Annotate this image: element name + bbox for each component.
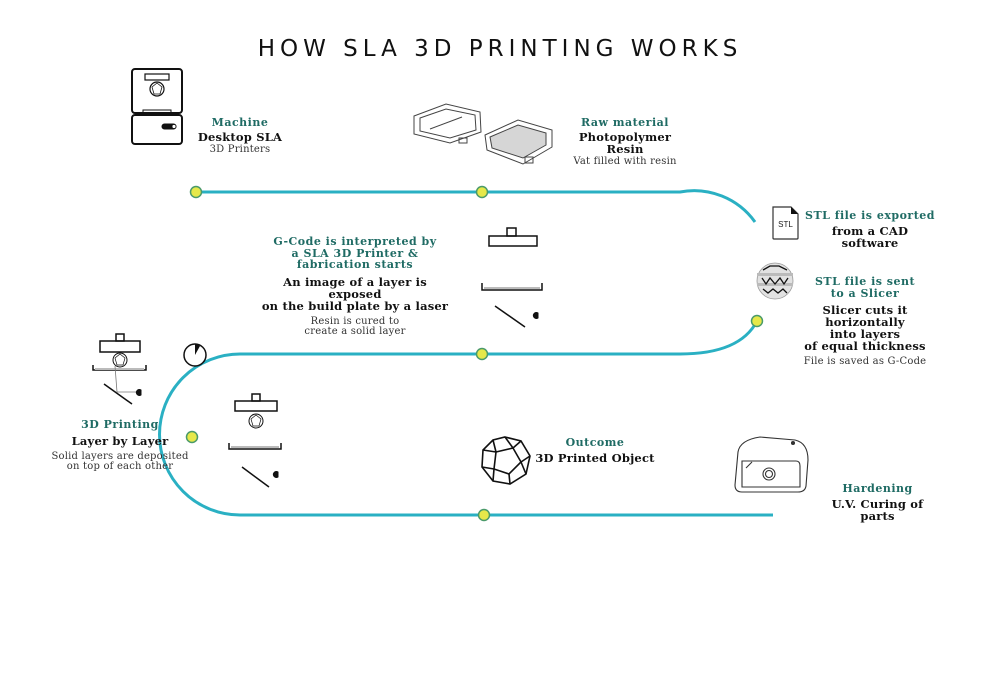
stl-file-icon-label: STL (778, 220, 793, 229)
step-hardening: Hardening U.V. Curing of parts (815, 483, 940, 522)
step-raw-material: Raw material Photopolymer Resin Vat fill… (560, 117, 690, 167)
step-gcode: G-Code is interpreted by a SLA 3D Printe… (260, 236, 450, 338)
step-heading: Outcome (565, 436, 625, 449)
flow-path-middle (158, 320, 773, 517)
step-heading-line: a SLA 3D Printer & (291, 246, 419, 260)
flow-path-top (196, 189, 757, 223)
step-main: from a CAD software (831, 223, 909, 250)
resin-vat-icon (413, 103, 553, 165)
step-sub-line: Resin is cured to (310, 315, 400, 327)
step-heading-line: fabrication starts (296, 258, 414, 272)
step-sub-line: Solid layers are deposited (51, 450, 189, 462)
step-heading: Machine (211, 116, 269, 129)
step-main-line: An image of a layer is exposed (283, 274, 427, 301)
step-sub-line: create a solid layer (304, 326, 406, 338)
laser-exposure-icon (481, 227, 543, 328)
step-sub: 3D Printers (209, 143, 271, 155)
flow-node (185, 430, 199, 444)
layer-printing-icon-small (228, 393, 282, 488)
step-heading: Hardening (842, 482, 913, 495)
uv-curing-box-icon (734, 436, 809, 493)
flow-node (475, 185, 489, 199)
step-main: Photopolymer Resin (578, 129, 672, 156)
step-heading: 3D Printing (81, 418, 159, 431)
layer-printing-icon (92, 333, 147, 405)
step-main: Layer by Layer (71, 433, 169, 448)
flow-node (475, 347, 489, 361)
step-sub-line: on top of each other (66, 461, 174, 473)
sliced-sphere-icon (756, 262, 794, 300)
step-heading-line: to a Slicer (830, 286, 900, 300)
step-sub: File is saved as G-Code (803, 356, 927, 368)
step-heading: Raw material (581, 116, 669, 129)
step-machine: Machine Desktop SLA 3D Printers (195, 117, 285, 155)
flow-node (189, 185, 203, 199)
step-main: Desktop SLA (197, 129, 283, 144)
step-slicer: STL file is sent to a Slicer Slicer cuts… (790, 276, 940, 368)
flow-node (477, 508, 491, 522)
sla-printer-icon (131, 68, 183, 145)
step-heading: STL file is exported (805, 209, 935, 222)
step-main-line: on the build plate by a laser (261, 298, 449, 313)
step-outcome: Outcome 3D Printed Object (535, 437, 655, 464)
flow-node (750, 314, 764, 328)
step-heading-line: G-Code is interpreted by (273, 235, 437, 248)
step-sub: Vat filled with resin (573, 155, 677, 167)
step-main-line: Slicer cuts it horizontally (822, 303, 908, 330)
timer-icon (183, 343, 207, 367)
step-printing: 3D Printing Layer by Layer Solid layers … (50, 419, 190, 473)
step-main: 3D Printed Object (535, 450, 655, 465)
step-main-line: into layers (829, 327, 901, 342)
geodesic-sphere-icon (481, 436, 531, 485)
step-heading-line: STL file is sent (814, 275, 916, 288)
step-stl-export: STL file is exported from a CAD software (805, 210, 935, 249)
page-title: HOW SLA 3D PRINTING WORKS (257, 36, 743, 62)
stl-file-icon: STL (772, 206, 799, 240)
step-main-line: of equal thickness (804, 339, 926, 354)
step-main: U.V. Curing of parts (831, 496, 924, 523)
